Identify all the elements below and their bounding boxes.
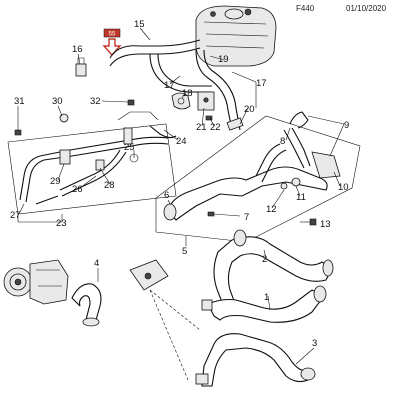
part-22-bolt bbox=[205, 115, 213, 121]
callout-12: 12 bbox=[266, 204, 277, 215]
hose-connector bbox=[129, 259, 201, 381]
part-32-bolt bbox=[127, 99, 135, 106]
callout-6: 6 bbox=[164, 190, 169, 201]
callout-23: 23 bbox=[56, 218, 67, 229]
callout-28: 28 bbox=[104, 180, 115, 191]
callout-21: 21 bbox=[196, 122, 207, 133]
callout-17a: 17 bbox=[164, 80, 175, 91]
callout-22: 22 bbox=[210, 122, 221, 133]
callout-9: 9 bbox=[344, 120, 349, 131]
callout-24: 24 bbox=[176, 136, 187, 147]
panel-23 bbox=[7, 111, 177, 215]
callout-13: 13 bbox=[320, 219, 331, 230]
part-16 bbox=[75, 57, 87, 77]
callout-8: 8 bbox=[280, 136, 285, 147]
callout-18: 18 bbox=[182, 88, 193, 99]
callout-26: 26 bbox=[72, 184, 83, 195]
diagram-code: F440 bbox=[296, 4, 315, 13]
callout-15: 15 bbox=[134, 19, 145, 30]
upper-hose bbox=[109, 39, 244, 131]
part-30-fitting bbox=[59, 113, 69, 123]
part-31-bolt bbox=[14, 124, 22, 136]
callout-32: 32 bbox=[90, 96, 101, 107]
coolant-reservoir bbox=[195, 5, 277, 67]
callout-5: 5 bbox=[182, 246, 187, 257]
part-21-bracket bbox=[197, 91, 215, 111]
part-18-clamp bbox=[171, 92, 191, 110]
badge-label: 55 bbox=[109, 32, 116, 38]
callout-11: 11 bbox=[296, 192, 306, 203]
callout-4: 4 bbox=[94, 258, 99, 269]
callout-2: 2 bbox=[262, 254, 267, 265]
callout-20: 20 bbox=[244, 104, 255, 115]
water-pump bbox=[3, 259, 69, 305]
leader-lines bbox=[17, 27, 345, 365]
callout-25: 25 bbox=[124, 142, 135, 153]
diagram-date: 01/10/2020 bbox=[346, 4, 387, 13]
callout-30: 30 bbox=[52, 96, 63, 107]
callout-7: 7 bbox=[244, 212, 249, 223]
callout-31: 31 bbox=[14, 96, 25, 107]
callout-16: 16 bbox=[72, 44, 83, 55]
callout-17b: 17 bbox=[256, 78, 267, 89]
hose-1 bbox=[201, 285, 327, 323]
callout-27: 27 bbox=[10, 210, 21, 221]
hose-3 bbox=[195, 333, 316, 387]
callout-3: 3 bbox=[312, 338, 317, 349]
callout-1: 1 bbox=[264, 292, 269, 303]
callout-29: 29 bbox=[50, 176, 61, 187]
highlight-arrow: 55 bbox=[102, 28, 122, 57]
callout-10: 10 bbox=[338, 182, 349, 193]
hose-4 bbox=[71, 283, 102, 327]
